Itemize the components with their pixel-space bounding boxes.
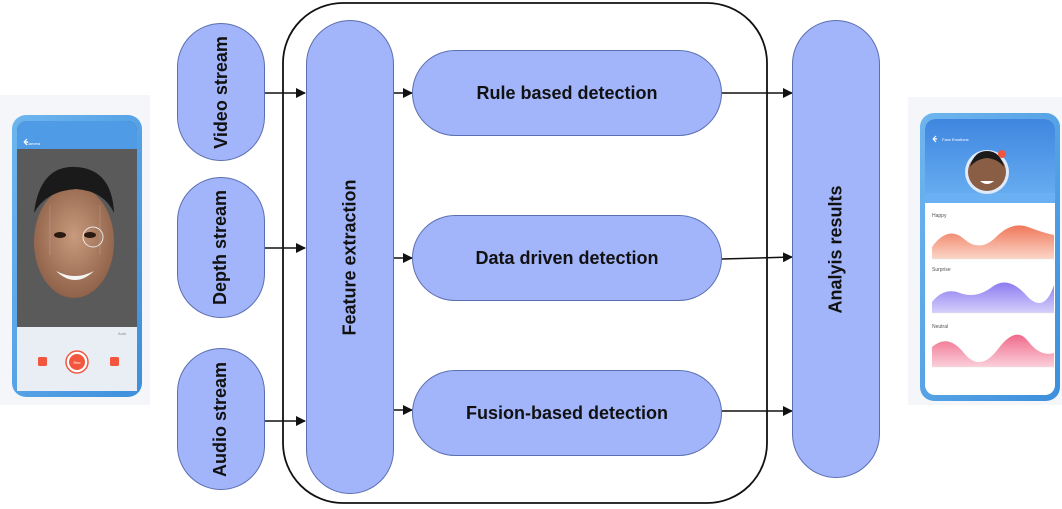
data-driven-detection-node: Data driven detection (412, 215, 722, 301)
fusion-based-detection-label: Fusion-based detection (465, 402, 669, 423)
audio-stream-node: Audio stream (177, 348, 265, 490)
record-label: Rec (73, 360, 80, 365)
rule-based-detection-node: Rule based detection (412, 50, 722, 136)
avatar (965, 150, 1009, 194)
emotions-phone-graphic: Face Emotions Happy Surprise Neutral (920, 113, 1060, 401)
camera-phone-graphic: Rec Camera Auto (12, 115, 142, 397)
camera-header-title: Camera (26, 141, 41, 146)
emotion-label-surprise: Surprise (932, 267, 951, 273)
depth-stream-node: Depth stream (177, 177, 265, 318)
camera-phone-mockup: Rec Camera Auto (0, 95, 150, 405)
back-arrow-icon[interactable] (23, 138, 28, 146)
video-stream-label: Video stream (210, 35, 231, 149)
neutral-chart-area (932, 334, 1054, 367)
gallery-icon[interactable] (38, 357, 47, 366)
emotion-label-neutral: Neutral (932, 324, 948, 330)
video-stream-node: Video stream (177, 23, 265, 161)
depth-stream-label: Depth stream (210, 189, 231, 306)
emotion-label-happy: Happy (932, 213, 947, 219)
rule-based-detection-label: Rule based detection (476, 82, 658, 103)
emotions-phone-mockup: Face Emotions Happy Surprise Neutral (908, 97, 1062, 405)
audio-stream-label: Audio stream (210, 361, 231, 477)
back-arrow-icon[interactable] (932, 135, 937, 143)
record-button[interactable]: Rec (65, 350, 89, 374)
camera-toggle-label: Auto (118, 331, 127, 336)
analysis-results-label: Analyis results (825, 184, 846, 314)
feature-extraction-node: Feature extraction (306, 20, 394, 494)
switch-camera-icon[interactable] (110, 357, 119, 366)
emotions-header-title: Face Emotions (942, 137, 969, 142)
pipeline-group-border (282, 2, 768, 504)
analysis-results-node: Analyis results (792, 20, 880, 478)
feature-extraction-label: Feature extraction (339, 178, 360, 336)
happy-chart-area (932, 225, 1054, 259)
surprise-chart-area (932, 282, 1054, 313)
fusion-based-detection-node: Fusion-based detection (412, 370, 722, 456)
edge-data-output (721, 252, 793, 263)
data-driven-detection-label: Data driven detection (475, 247, 659, 268)
